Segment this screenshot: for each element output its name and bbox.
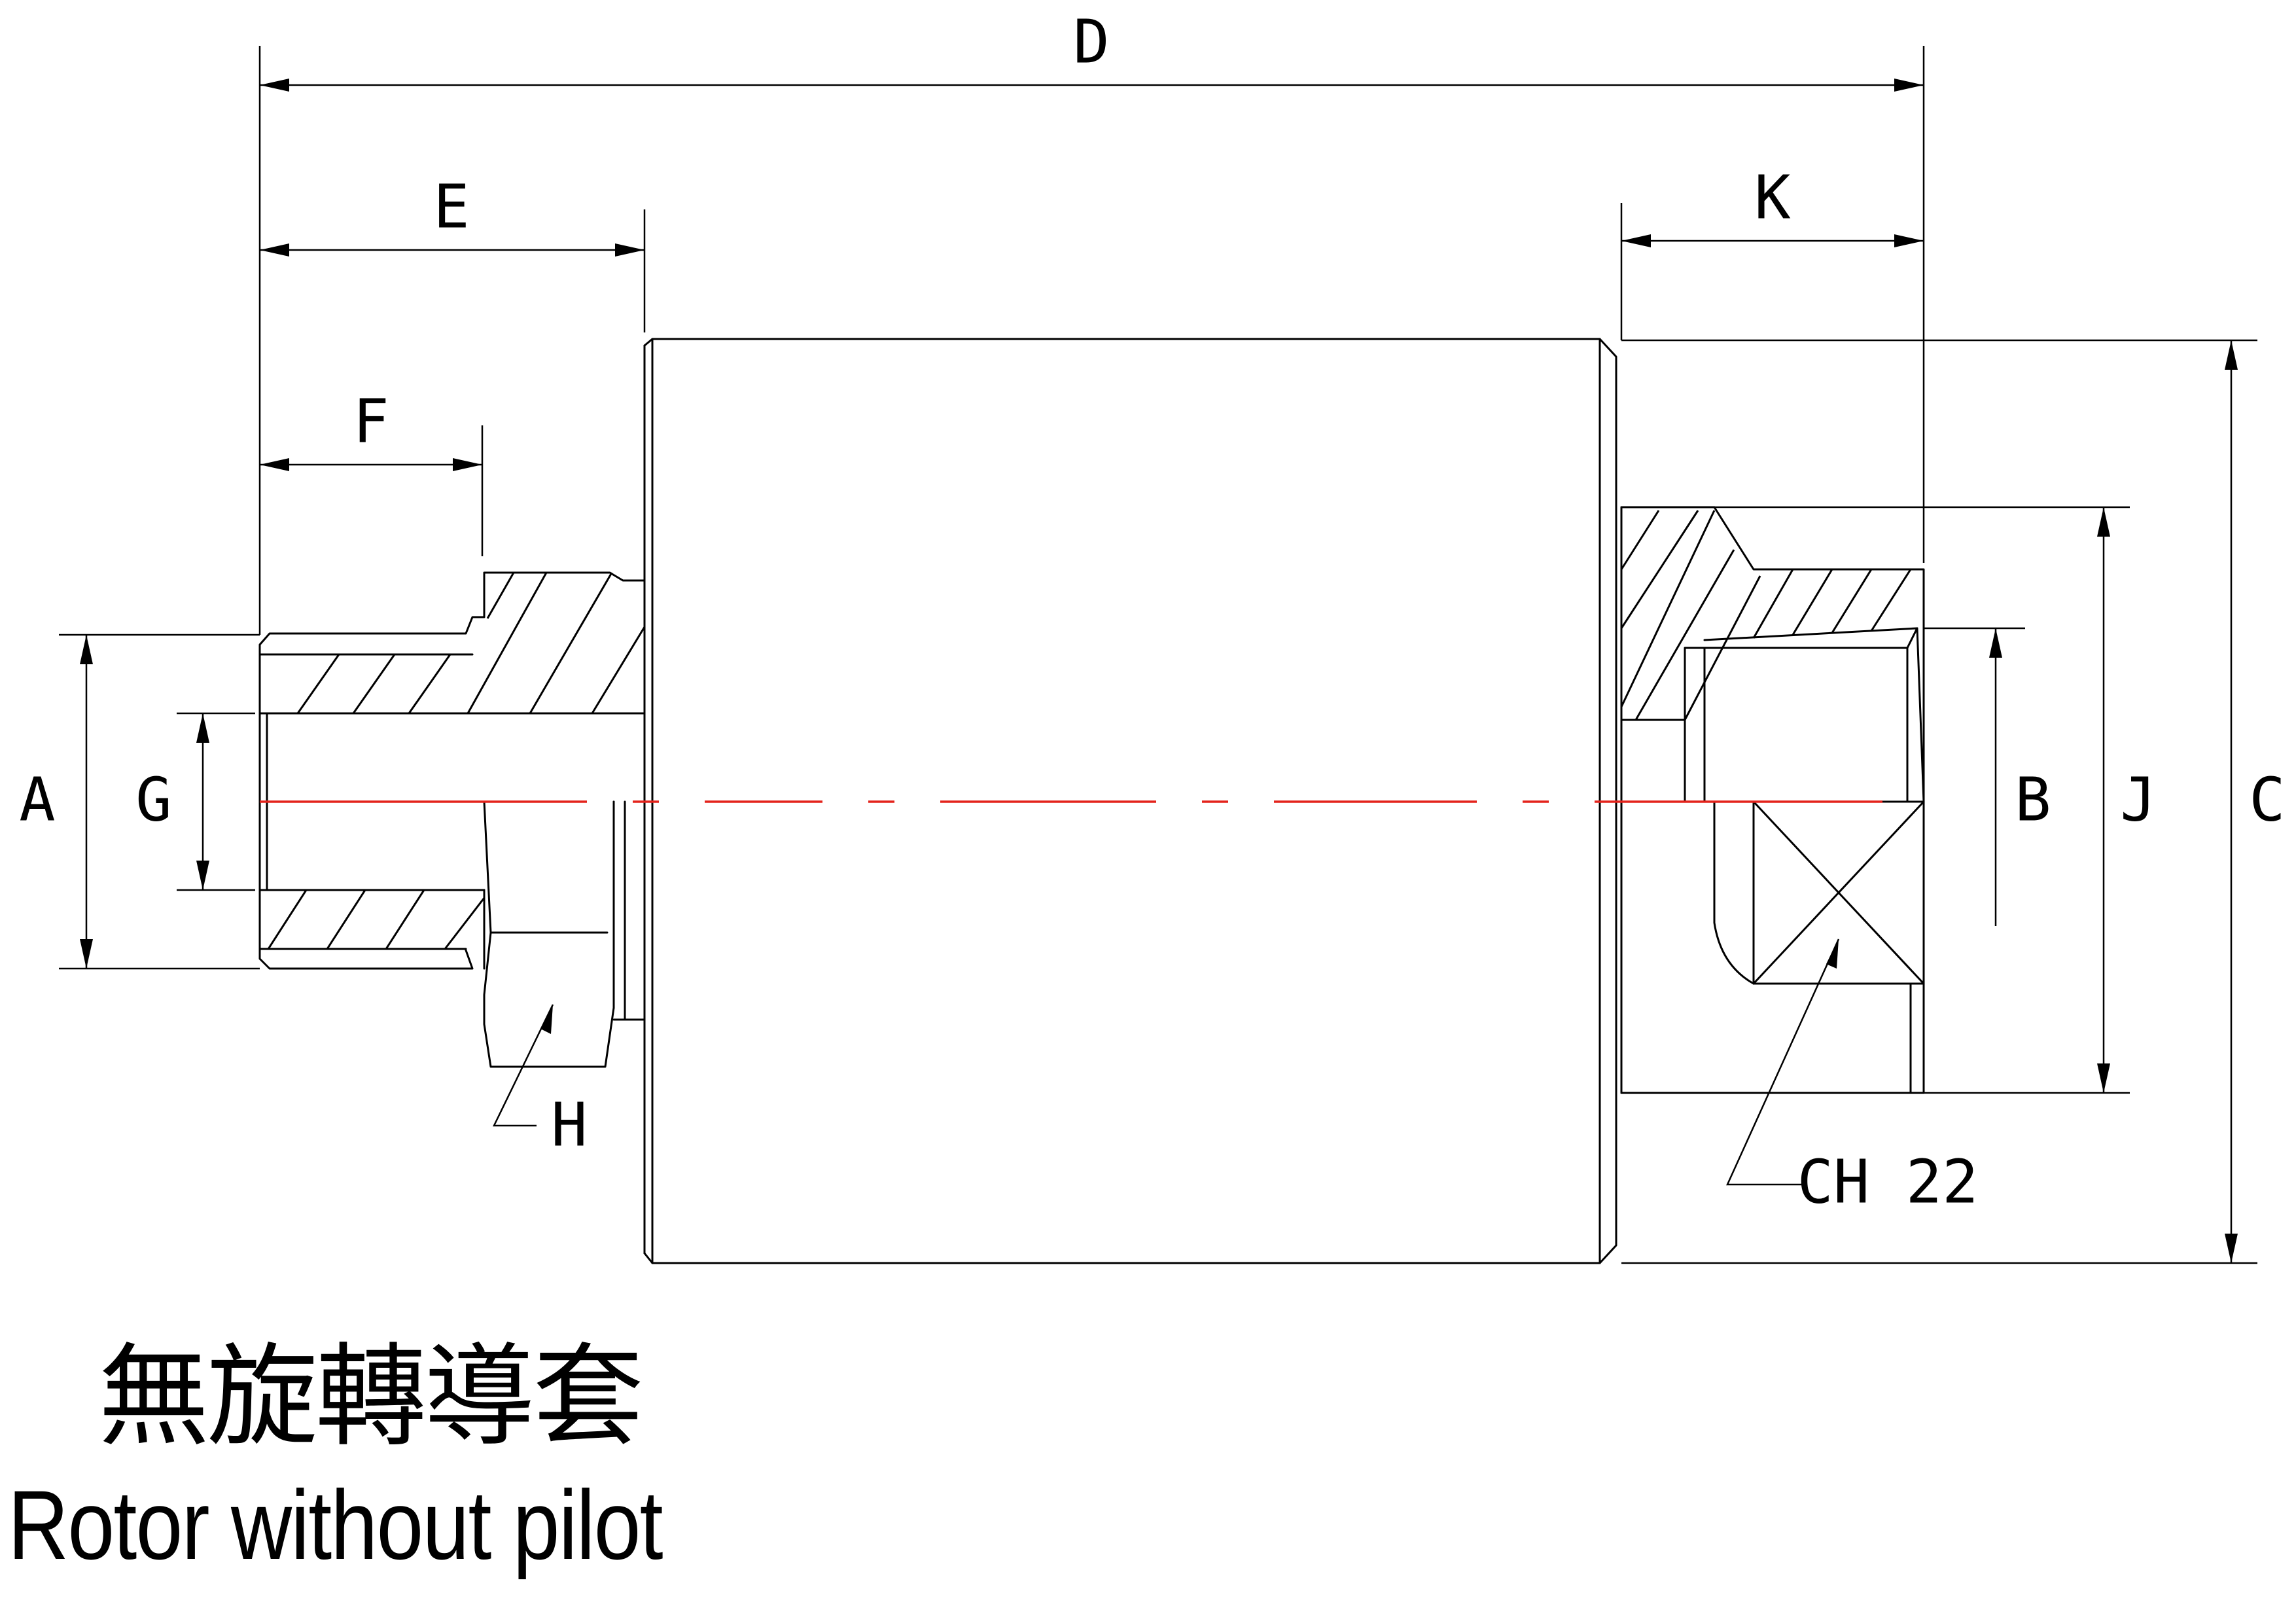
title-english: Rotor without pilot: [8, 1470, 663, 1580]
label-k: K: [1754, 162, 1791, 232]
label-d: D: [1073, 7, 1109, 77]
left-threaded-stub: [258, 571, 646, 1068]
title-chinese: 無旋轉導套: [98, 1332, 644, 1462]
leader-lines: [493, 938, 1840, 1186]
label-h: H: [551, 1090, 587, 1160]
label-f: F: [353, 386, 389, 456]
label-b: B: [2015, 764, 2051, 834]
label-c: C: [2249, 764, 2285, 834]
dimension-labels: D E F K A G B J C H CH 22: [19, 7, 2285, 1217]
label-ch22: CH 22: [1797, 1147, 1979, 1217]
dimension-lines: [80, 79, 2238, 1263]
label-e: E: [433, 171, 469, 241]
right-end-assembly: [1620, 506, 1925, 1094]
label-j: J: [2120, 764, 2156, 834]
label-a: A: [19, 764, 55, 834]
label-g: G: [135, 764, 171, 834]
